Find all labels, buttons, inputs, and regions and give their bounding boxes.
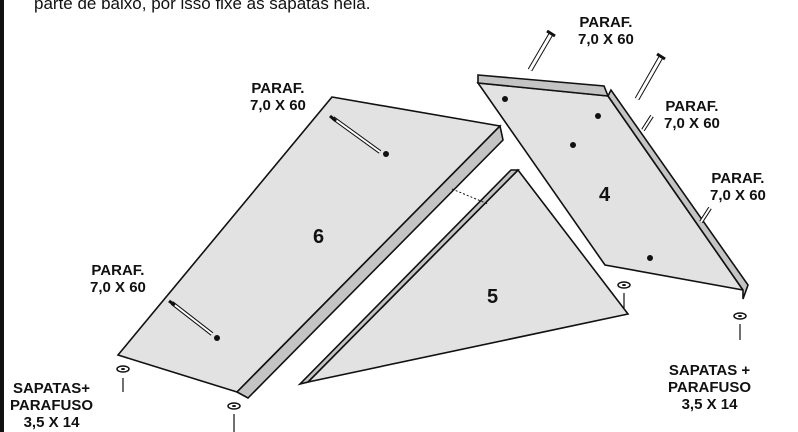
foot-icon <box>116 281 747 432</box>
screw-label-panel6-top: PARAF. 7,0 X 60 <box>250 80 306 114</box>
screw-label-panel4-top: PARAF. 7,0 X 60 <box>578 14 634 48</box>
panel-4 <box>476 74 749 300</box>
part-number-5: 5 <box>487 286 499 308</box>
screw-label-panel4-middle: PARAF. 7,0 X 60 <box>664 98 720 132</box>
screw-label-panel4-side: PARAF. 7,0 X 60 <box>710 170 766 204</box>
feet-label-right: SAPATAS + PARAFUSO 3,5 X 14 <box>668 362 752 413</box>
page-left-border <box>0 0 4 432</box>
screw-label-panel6-bottom: PARAF. 7,0 X 60 <box>90 262 146 296</box>
part-number-6: 6 <box>313 226 325 248</box>
part-number-4: 4 <box>599 184 611 206</box>
panel-6 <box>116 96 504 399</box>
screw-holes <box>214 96 653 341</box>
panel-5 <box>297 168 630 386</box>
instruction-text: parte de baixo, por isso fixe as sapatas… <box>34 0 371 13</box>
screw-icon <box>168 29 712 336</box>
feet-label-left: SAPATAS+ PARAFUSO 3,5 X 14 <box>10 380 94 431</box>
